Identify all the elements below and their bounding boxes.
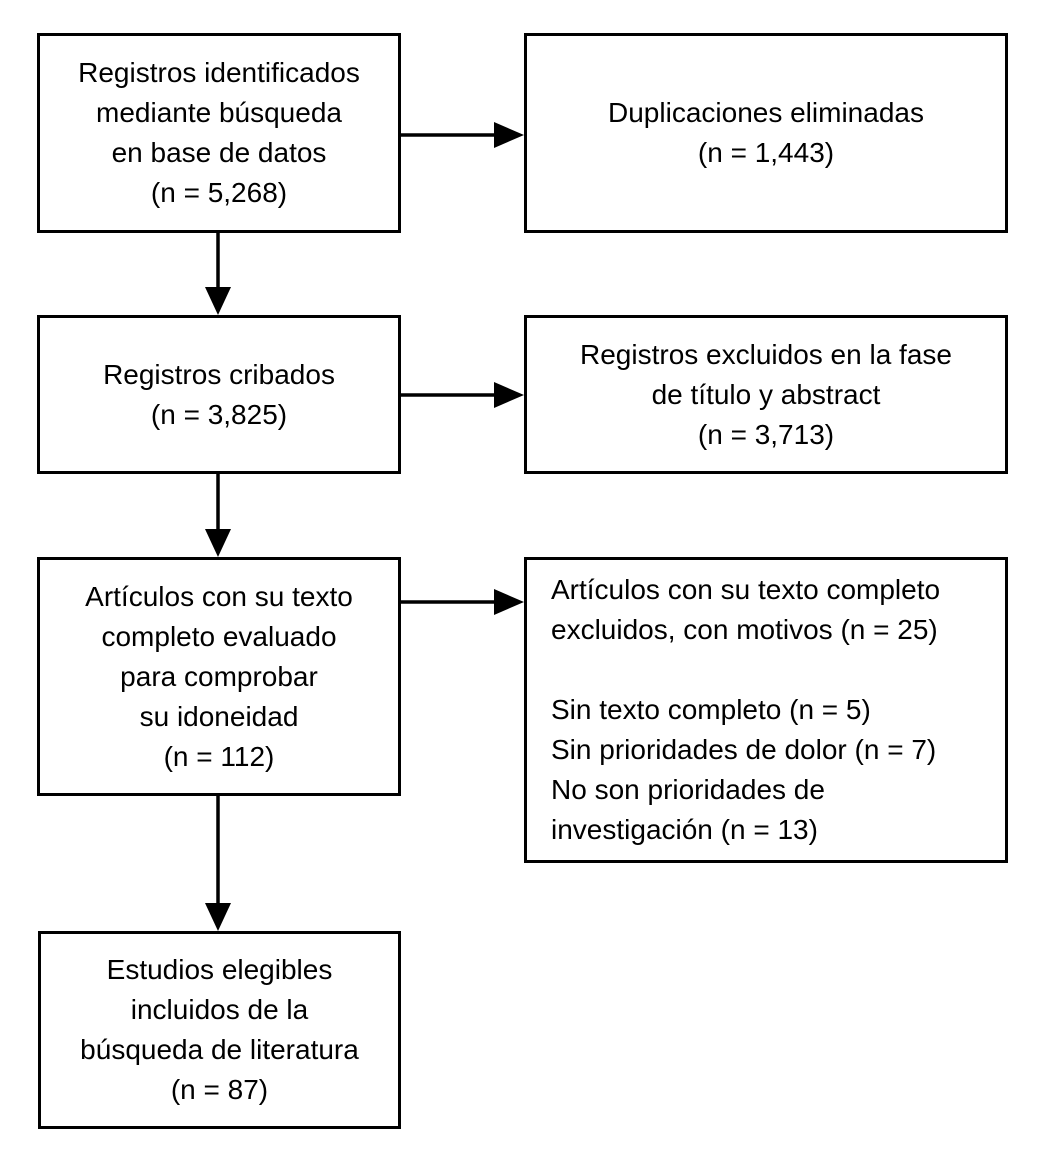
flow-box-line: Registros excluidos en la fase (580, 338, 952, 370)
flow-box-line: incluidos de la (130, 994, 309, 1025)
flow-box-line: búsqueda de literatura (80, 1034, 359, 1065)
flow-box-line: No son prioridades de (551, 774, 825, 805)
flow-box-fulltext-excluded: Artículos con su texto completo excluido… (524, 557, 1008, 863)
flow-box-line: excluidos, con motivos (n = 25) (551, 614, 938, 645)
arrow-identified-to-duplicates (401, 122, 524, 148)
arrow-screened-to-assessed (205, 474, 231, 557)
flow-box-line: (n = 112) (163, 740, 275, 772)
flow-box-line: de título y abstract (651, 378, 881, 410)
flow-box-line: Duplicaciones eliminadas (608, 97, 924, 128)
flow-box-line: (n = 87) (170, 1074, 269, 1105)
flow-box-line: (n = 3,713) (697, 418, 835, 450)
flow-box-line: para comprobar (120, 660, 318, 692)
flow-box-duplicates-removed: Duplicaciones eliminadas (n = 1,443) (524, 33, 1008, 233)
flow-box-line: Artículos con su texto (85, 580, 353, 612)
flow-box-line: en base de datos (111, 137, 327, 168)
flow-box-line: (n = 5,268) (150, 177, 288, 208)
arrow-assessed-to-excluded (401, 589, 524, 615)
flow-box-line: completo evaluado (101, 620, 337, 652)
flow-box-studies-included: Estudios elegibles incluidos de la búsqu… (38, 931, 401, 1129)
flow-box-line: mediante búsqueda (96, 97, 342, 128)
arrow-screened-to-excluded (401, 382, 524, 408)
arrow-assessed-to-included (205, 796, 231, 931)
flow-box-line: Artículos con su texto completo (551, 574, 941, 605)
flow-box-line: Sin prioridades de dolor (n = 7) (551, 734, 937, 765)
flow-box-records-excluded-title-abstract: Registros excluidos en la fase de título… (524, 315, 1008, 474)
flow-box-line: (n = 3,825) (150, 398, 288, 430)
flow-box-line: su idoneidad (139, 700, 299, 732)
flow-box-records-identified: Registros identificados mediante búsqued… (37, 33, 401, 233)
flow-box-line: investigación (n = 13) (551, 814, 818, 845)
flow-box-records-screened: Registros cribados (n = 3,825) (37, 315, 401, 474)
flow-box-line: Registros cribados (103, 358, 335, 390)
arrow-identified-to-screened (205, 233, 231, 315)
flow-box-line: Estudios elegibles (106, 954, 333, 985)
flow-box-line: (n = 1,443) (697, 137, 835, 168)
flow-box-line: Registros identificados (78, 57, 360, 88)
flow-box-fulltext-assessed: Artículos con su texto completo evaluado… (37, 557, 401, 796)
flow-box-line: Sin texto completo (n = 5) (551, 694, 871, 725)
